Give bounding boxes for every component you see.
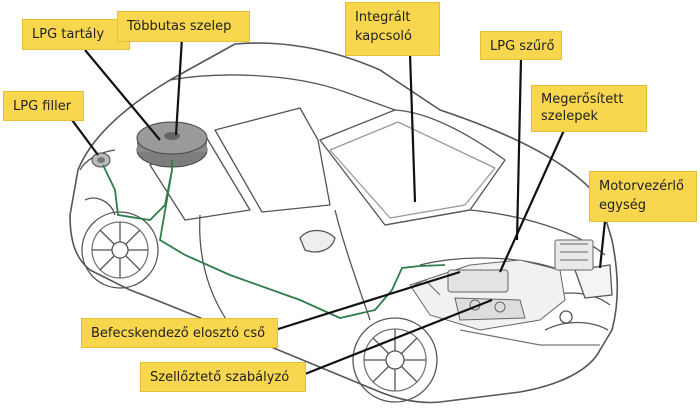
gas-line (102, 160, 446, 319)
engine-bay (404, 239, 594, 331)
label-lpg-filter: LPG szűrő (480, 31, 562, 60)
label-injector-rail: Befecskendező elosztó cső (81, 318, 278, 348)
label-lpg-tank: LPG tartály (22, 19, 130, 50)
label-ecu: Motorvezérlő egység (589, 171, 697, 222)
front-wheel (352, 317, 438, 403)
label-reinforced-valves: Megerősített szelepek (531, 85, 647, 132)
leader-lines (71, 37, 607, 376)
label-vent-regulator: Szellőztető szabályzó (140, 362, 306, 392)
lpg-tank (136, 121, 208, 168)
label-integrated-switch: Integrált kapcsoló (345, 2, 440, 56)
lpg-filler (91, 152, 111, 168)
rear-wheel (81, 211, 159, 289)
label-multivalve: Többutas szelep (117, 11, 250, 42)
label-lpg-filler: LPG filler (3, 91, 84, 121)
